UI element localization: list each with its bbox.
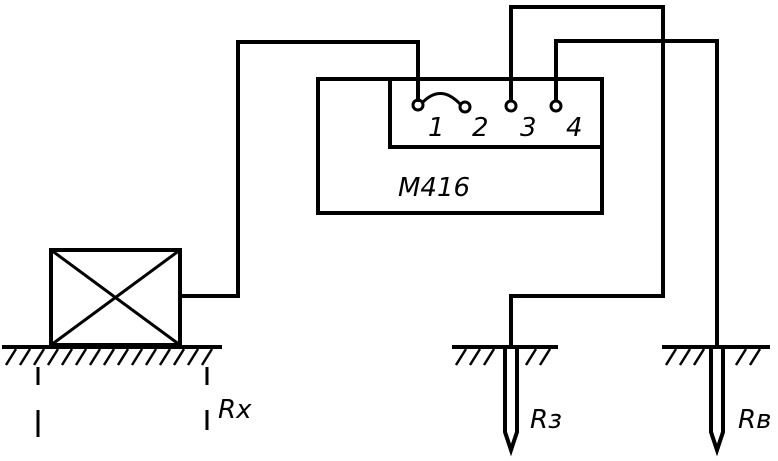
ground-hatch-stroke xyxy=(46,348,60,366)
grounded-object xyxy=(49,248,182,347)
ground-hatch-stroke xyxy=(538,348,552,366)
ground-hatch-stroke xyxy=(678,348,692,366)
ground-hatch-stroke xyxy=(60,348,74,366)
ground-hatch-stroke xyxy=(18,348,32,366)
ground-hatch-stroke xyxy=(200,348,214,366)
ground-surface-aux-electrode xyxy=(662,345,770,366)
label-object-resistance: Rx xyxy=(218,395,252,425)
instrument-name: M416 xyxy=(398,173,470,203)
ground-hatch-stroke xyxy=(4,348,18,366)
ground-hatch-stroke xyxy=(144,348,158,366)
jumper-1-2 xyxy=(421,92,462,106)
terminal-2-label: 2 xyxy=(472,113,489,143)
terminal-2[interactable]: 2 xyxy=(458,100,489,143)
wire-terminal-1-to-object xyxy=(179,40,420,298)
ground-hatch-stroke xyxy=(32,348,46,366)
ground-hatch-stroke xyxy=(692,348,706,366)
ground-hatch-stroke xyxy=(734,348,748,366)
terminal-panel xyxy=(388,77,604,149)
ground-hatch-stroke xyxy=(116,348,130,366)
terminal-4[interactable]: 4 xyxy=(549,99,583,143)
ground-hatch-stroke xyxy=(664,348,678,366)
ground-hatch-stroke xyxy=(524,348,538,366)
terminal-4-label: 4 xyxy=(566,113,583,143)
ground-hatch-stroke xyxy=(468,348,482,366)
label-aux-electrode: Rв xyxy=(738,405,771,435)
ground-surface-object xyxy=(2,345,222,437)
terminal-3[interactable]: 3 xyxy=(504,99,537,143)
aux-electrode-rod xyxy=(709,345,725,457)
ground-hatch-stroke xyxy=(454,348,468,366)
ground-hatch-stroke xyxy=(74,348,88,366)
ground-hatch-stroke xyxy=(172,348,186,366)
ground-hatch-stroke xyxy=(102,348,116,366)
ground-hatch-stroke xyxy=(88,348,102,366)
wire-terminal-3-to-ground-electrode xyxy=(509,5,665,347)
ground-hatch-stroke xyxy=(482,348,496,366)
ground-hatch-stroke xyxy=(186,348,200,366)
ground-hatch-stroke xyxy=(748,348,762,366)
ground-electrode-rod xyxy=(503,345,519,457)
terminal-3-label: 3 xyxy=(520,113,537,143)
terminal-1-label: 1 xyxy=(428,113,445,143)
label-ground-electrode: Rз xyxy=(530,405,562,435)
ground-hatch-stroke xyxy=(158,348,172,366)
terminal-1[interactable]: 1 xyxy=(411,98,445,143)
ground-hatch-stroke xyxy=(130,348,144,366)
wire-terminal-4-to-aux-electrode xyxy=(554,39,719,347)
